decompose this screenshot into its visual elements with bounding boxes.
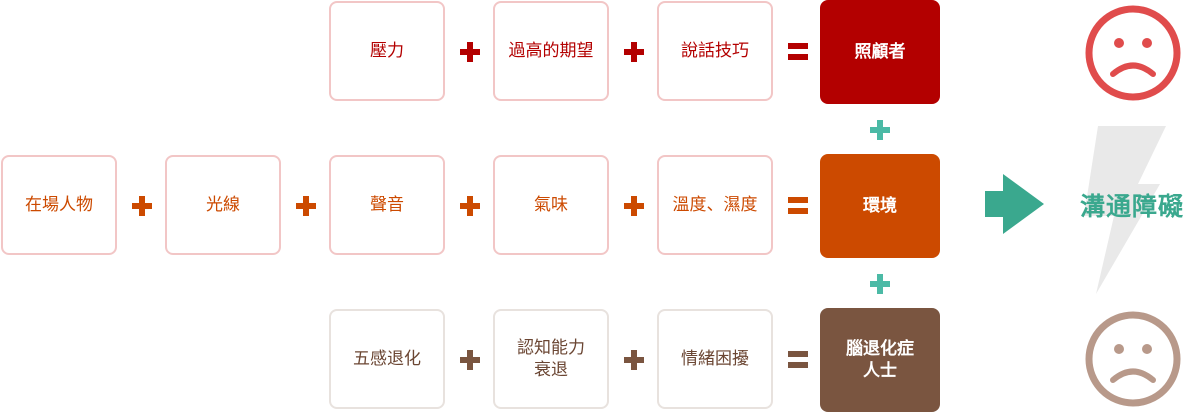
plus-icon [460, 42, 480, 62]
factor-smell: 氣味 [493, 155, 609, 255]
result-environment: 環境 [820, 154, 940, 258]
communication-barrier-label: 溝通障礙 [1079, 192, 1184, 221]
sad-face-icon [1085, 311, 1181, 407]
factor-high-expectations: 過高的期望 [493, 1, 609, 101]
plus-icon [624, 42, 644, 62]
factor-speaking-skills: 說話技巧 [657, 1, 773, 101]
factor-cognitive-decline: 認知能力 衰退 [493, 309, 609, 409]
plus-icon [460, 350, 480, 370]
plus-icon [624, 350, 644, 370]
sad-face-icon [1085, 5, 1181, 101]
factor-pressure: 壓力 [329, 1, 445, 101]
factor-people-present: 在場人物 [1, 155, 117, 255]
equals-icon [788, 351, 808, 368]
plus-icon [870, 274, 890, 294]
factor-temperature-humidity: 溫度、濕度 [657, 155, 773, 255]
plus-icon [296, 196, 316, 216]
plus-icon [870, 120, 890, 140]
plus-icon [460, 196, 480, 216]
factor-sound: 聲音 [329, 155, 445, 255]
result-caregiver: 照顧者 [820, 0, 940, 104]
factor-emotional-distress: 情緒困擾 [657, 309, 773, 409]
factor-sensory-decline: 五感退化 [329, 309, 445, 409]
result-person-with-dementia: 腦退化症 人士 [820, 308, 940, 412]
factor-lighting: 光線 [165, 155, 281, 255]
equals-icon [788, 197, 808, 214]
plus-icon [132, 196, 152, 216]
equals-icon [788, 43, 808, 60]
arrow-right-icon [985, 174, 1044, 234]
lightning-icon [1084, 126, 1166, 294]
plus-icon [624, 196, 644, 216]
